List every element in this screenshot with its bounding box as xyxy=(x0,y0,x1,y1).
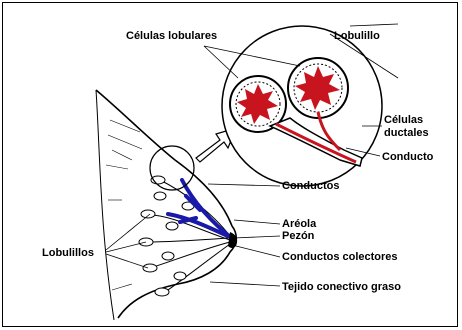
lobules xyxy=(139,176,230,296)
label-celulas-lobulares: Células lobulares xyxy=(126,30,217,43)
label-lobulillos: Lobulillos xyxy=(42,247,94,260)
label-conducto: Conducto xyxy=(382,151,433,164)
label-lobulillo: Lobulillo xyxy=(334,30,380,43)
label-celulas-ductales: Células ductales xyxy=(384,114,429,140)
label-conductos: Conductos xyxy=(282,180,339,193)
label-pezon: Pezón xyxy=(282,230,314,243)
label-tejido: Tejido conectivo graso xyxy=(282,281,401,294)
breast-outline xyxy=(96,90,236,318)
lobule-right xyxy=(288,58,348,118)
focus-circle xyxy=(150,146,194,190)
label-conductos-colectores: Conductos colectores xyxy=(282,251,398,264)
chest-wall xyxy=(96,90,114,320)
